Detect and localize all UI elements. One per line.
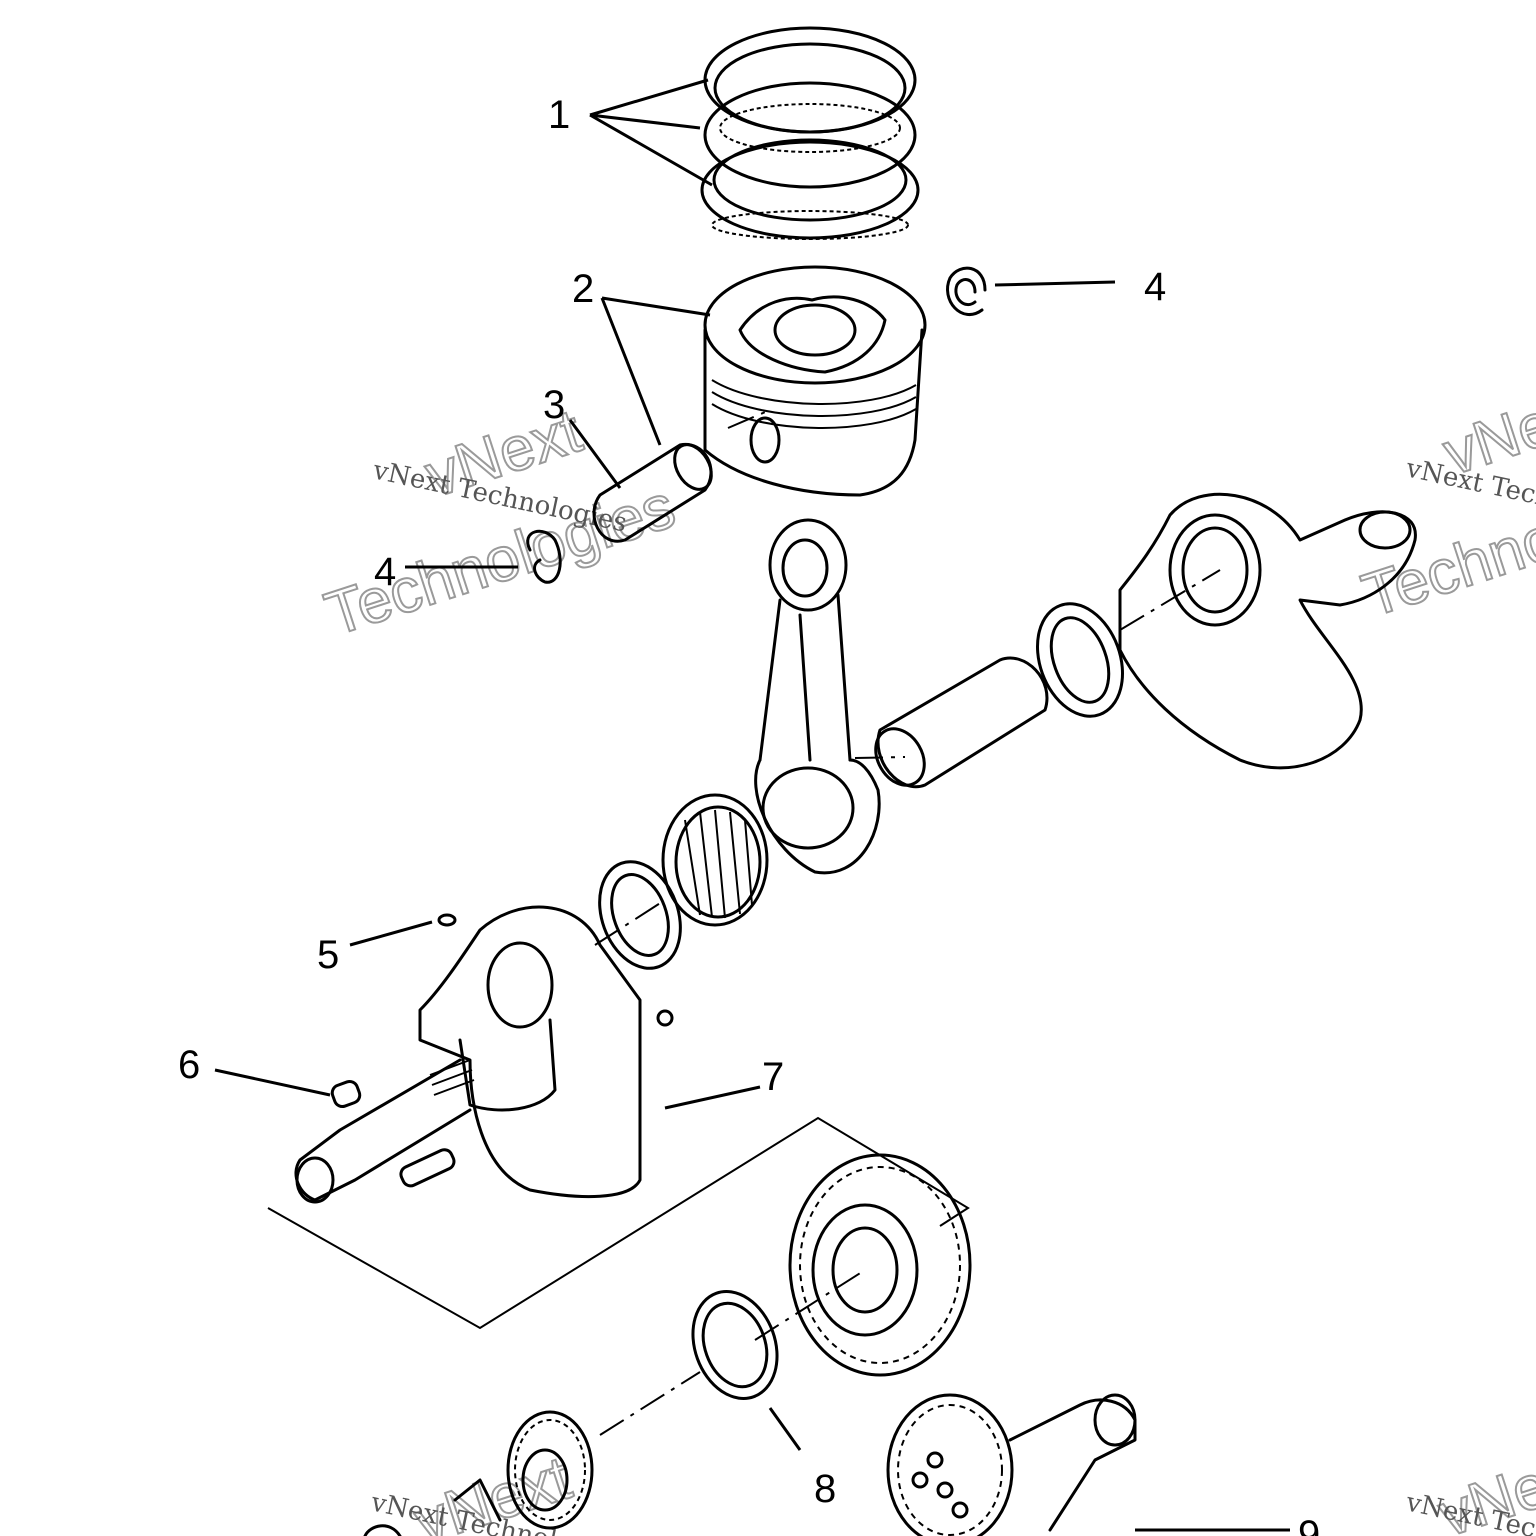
thrust-washer-left bbox=[598, 860, 682, 970]
callout-8: 8 bbox=[814, 1467, 836, 1511]
crankshaft-right-half bbox=[1118, 492, 1417, 770]
piston-pin bbox=[592, 443, 713, 543]
woodruff-key bbox=[437, 913, 457, 927]
callouts: 1 2 3 4 4 5 6 7 8 9 bbox=[178, 93, 1320, 1536]
crankshaft-left-half bbox=[294, 905, 674, 1204]
crank-pin bbox=[874, 656, 1049, 789]
assembly-bracket bbox=[267, 1116, 970, 1330]
callout-9: 9 bbox=[1298, 1513, 1320, 1536]
key-pin bbox=[330, 1079, 362, 1109]
callout-7: 7 bbox=[762, 1055, 784, 1099]
leader-lines bbox=[214, 78, 1290, 1532]
callout-1: 1 bbox=[548, 93, 570, 137]
watermark-right-mid: vNext Technologies vNext Technologies bbox=[1353, 373, 1536, 632]
watermark-left-mid: vNext Technologies vNext Technologies bbox=[316, 396, 684, 651]
assembly-axis-lines bbox=[594, 409, 1221, 1436]
balancer-shaft-gear bbox=[886, 1393, 1137, 1536]
circlip-upper bbox=[946, 266, 987, 317]
callout-4-lower: 4 bbox=[374, 550, 396, 594]
needle-bearing bbox=[661, 793, 769, 927]
small-gear bbox=[506, 1410, 594, 1530]
thrust-washer-right bbox=[1035, 602, 1125, 718]
connecting-rod bbox=[754, 518, 881, 875]
circlip-lower bbox=[526, 529, 562, 584]
callout-3: 3 bbox=[543, 383, 565, 427]
washer-8 bbox=[691, 1290, 779, 1400]
piston bbox=[703, 265, 927, 497]
callout-4-upper: 4 bbox=[1144, 265, 1166, 309]
callout-6: 6 bbox=[178, 1043, 200, 1087]
callout-5: 5 bbox=[317, 933, 339, 977]
piston-rings bbox=[700, 26, 920, 240]
lower-left-part bbox=[363, 1478, 502, 1536]
watermark-right-bottom: vNext vNext Technologies bbox=[1403, 1435, 1536, 1536]
large-gear bbox=[788, 1153, 972, 1377]
callout-2: 2 bbox=[572, 267, 594, 311]
